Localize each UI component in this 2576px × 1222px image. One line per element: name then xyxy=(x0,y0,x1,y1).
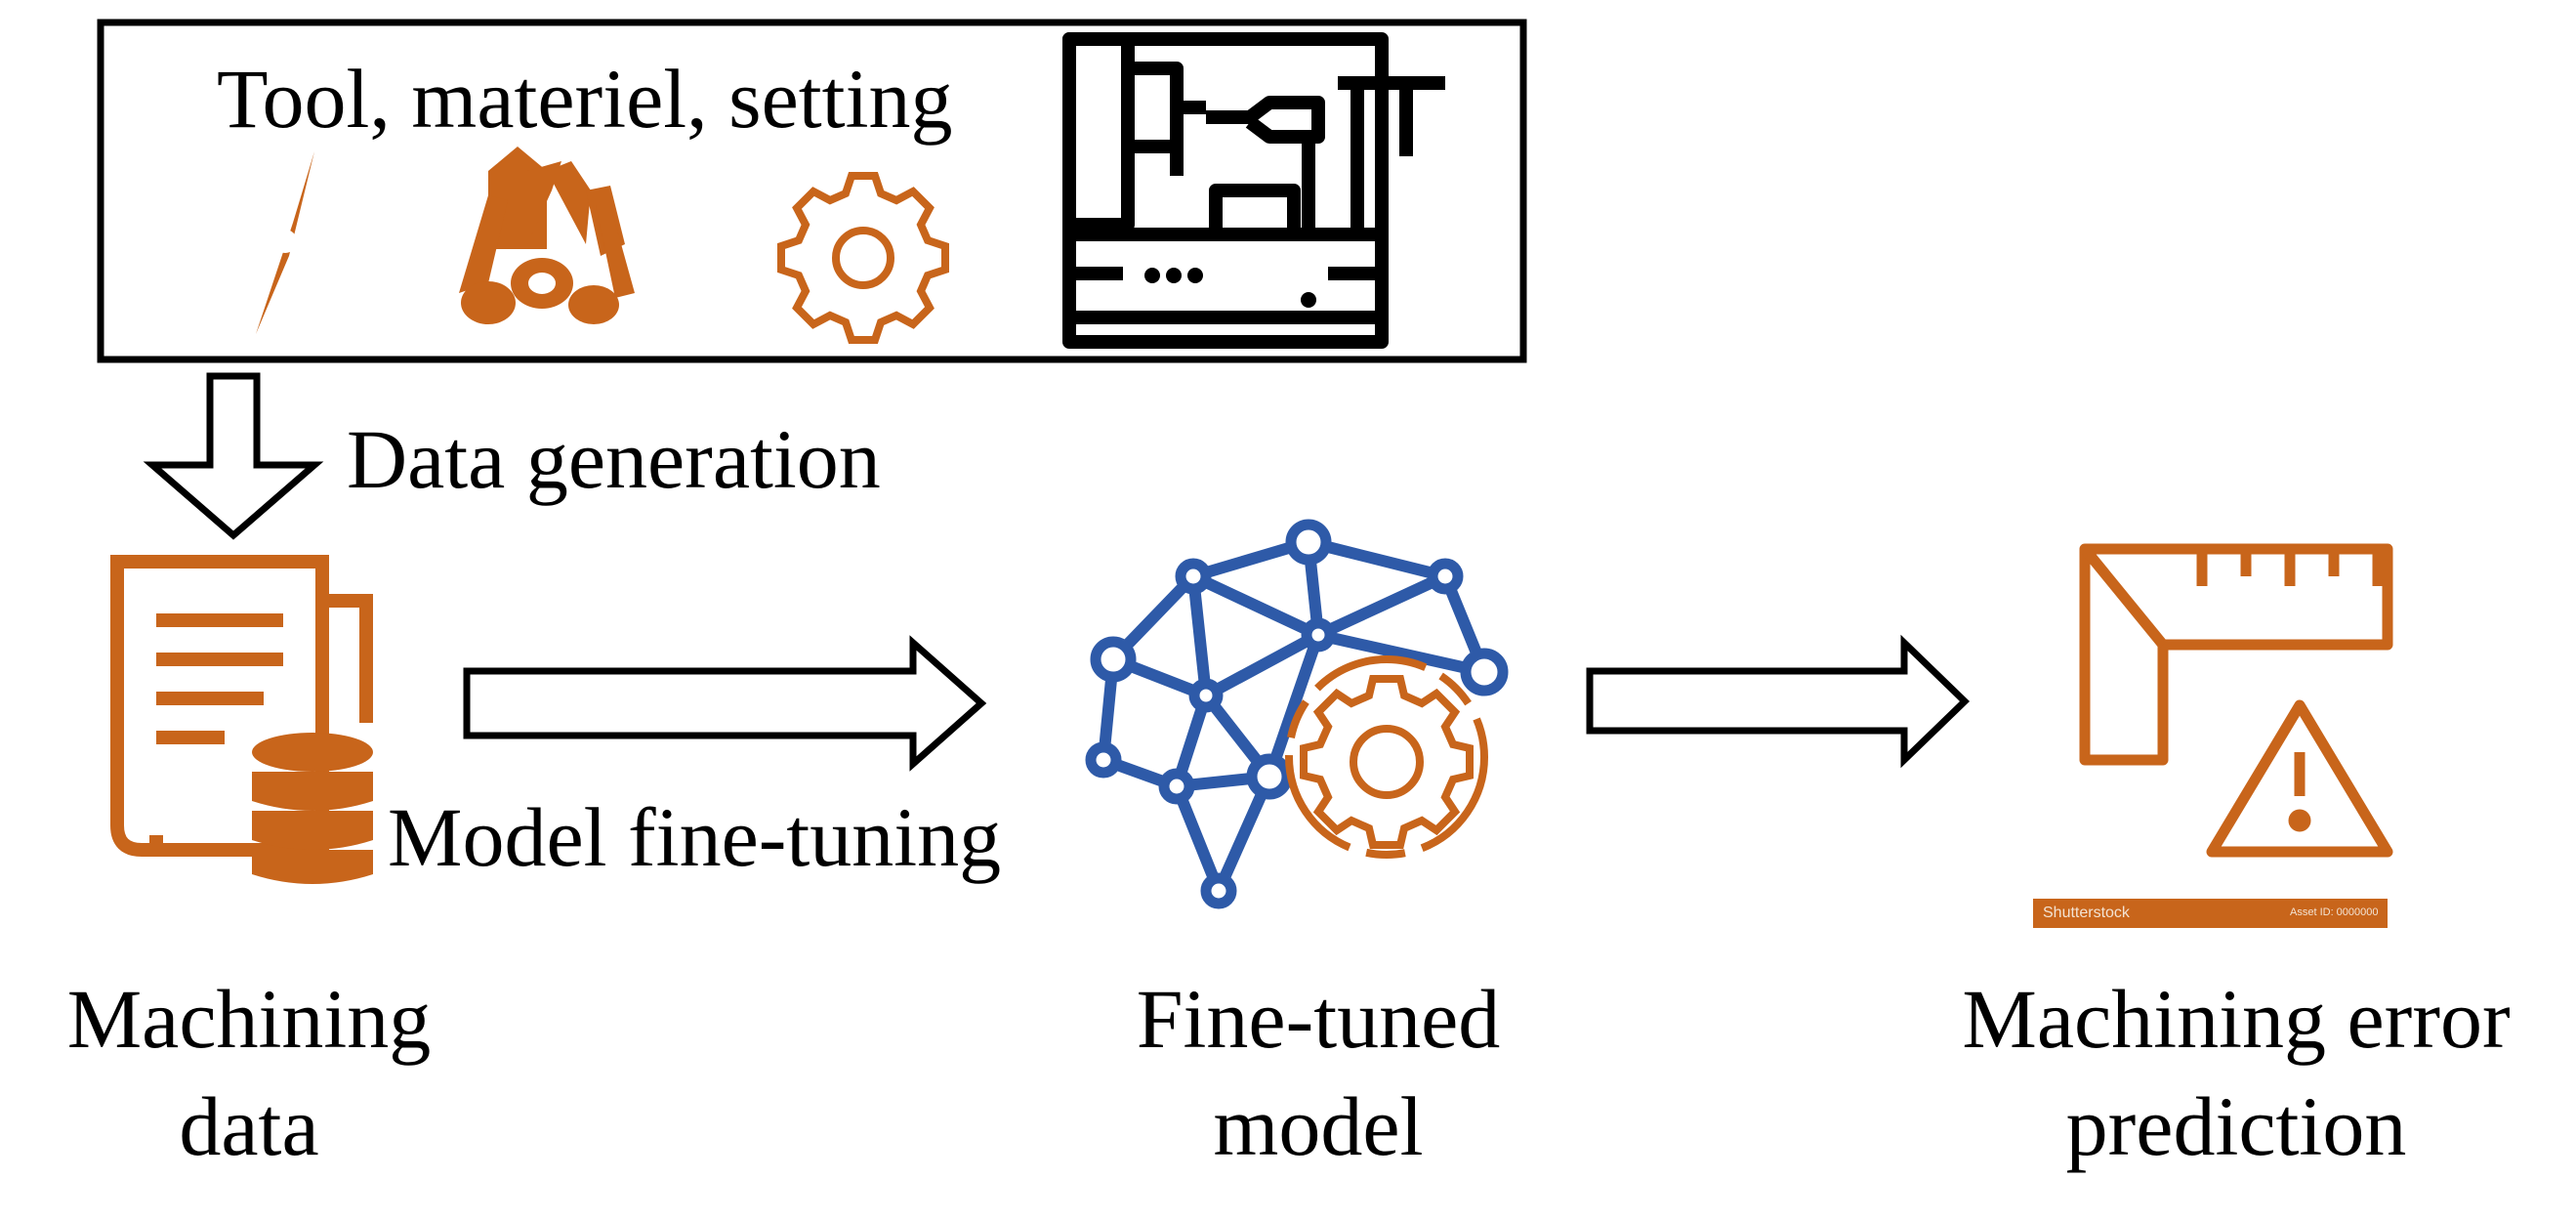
prediction-label-line1: Machining error xyxy=(1962,972,2511,1066)
material-bars-icon xyxy=(459,147,635,324)
ai-brain-nodes xyxy=(1085,519,1509,909)
top-box-title: Tool, materiel, setting xyxy=(217,52,953,146)
stock-bar xyxy=(2033,899,2388,928)
gear-icon xyxy=(777,172,949,344)
fine-tuned-model-label-line2: model xyxy=(1213,1079,1424,1173)
document-database-icon xyxy=(110,555,373,884)
data-generation-label: Data generation xyxy=(347,412,881,506)
cnc-machine-dots xyxy=(1144,268,1316,308)
stock-watermark-right: Asset ID: 0000000 xyxy=(2290,906,2379,918)
right-arrow-prediction xyxy=(1586,634,1971,769)
ruler-warning-icon xyxy=(2079,543,2393,858)
right-arrow-fine-tuning xyxy=(463,635,987,772)
fine-tuned-model-label-line1: Fine-tuned xyxy=(1136,972,1501,1066)
prediction-label-line2: prediction xyxy=(2065,1079,2407,1173)
machining-data-label-line1: Machining xyxy=(66,972,432,1066)
stock-watermark-left: Shutterstock xyxy=(2043,905,2130,921)
top-input-box xyxy=(97,19,1527,363)
model-fine-tuning-label: Model fine-tuning xyxy=(388,790,1002,884)
machining-data-label-line2: data xyxy=(179,1079,319,1173)
cnc-machine-icon xyxy=(1062,32,1445,349)
ai-gear-overlay xyxy=(1285,655,1488,859)
tool-icon xyxy=(256,151,314,334)
down-arrow xyxy=(143,372,324,540)
